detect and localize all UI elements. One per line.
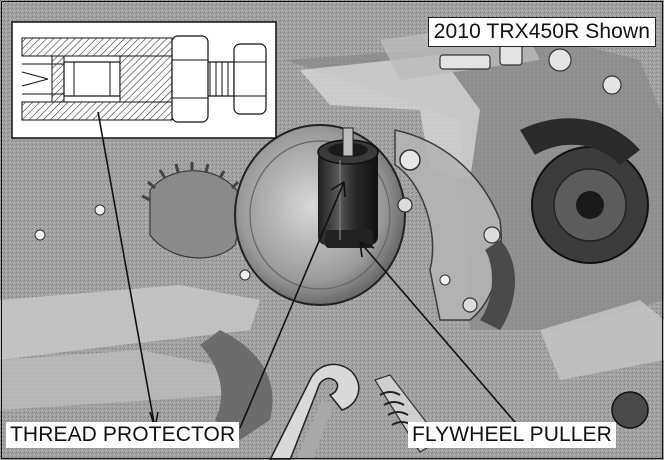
thread-protector-callout: THREAD PROTECTOR (6, 422, 240, 448)
inset-cross-section (21, 35, 267, 123)
flywheel-puller-callout: FLYWHEEL PULLER (408, 422, 616, 448)
leader-lines (97, 111, 521, 429)
model-caption-label: 2010 TRX450R Shown (427, 17, 656, 47)
